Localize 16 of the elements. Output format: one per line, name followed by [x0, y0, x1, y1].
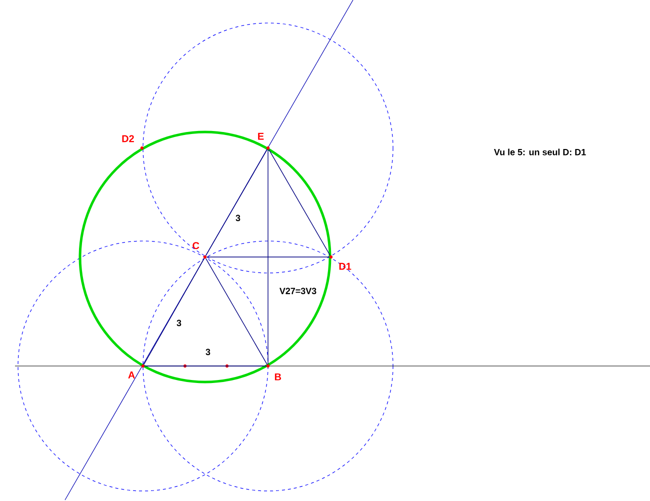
point-label: D2 [122, 135, 144, 150]
edge-label: V27=3V3 [278, 286, 318, 296]
note: Vu le 5: un seul D: D1 [494, 148, 586, 156]
edge-label: 3 [204, 348, 212, 356]
point-label: D1 [329, 255, 352, 270]
edge-label: 3 [176, 318, 182, 328]
point-label: E [258, 132, 270, 150]
segment [206, 149, 268, 256]
segment [268, 149, 330, 256]
point-label: B [266, 364, 282, 380]
edge-label: 3 [234, 214, 242, 222]
point-label: A [128, 364, 145, 378]
point-label: C [192, 242, 207, 259]
segment [206, 256, 330, 258]
segment [144, 258, 204, 365]
segment [206, 258, 268, 365]
